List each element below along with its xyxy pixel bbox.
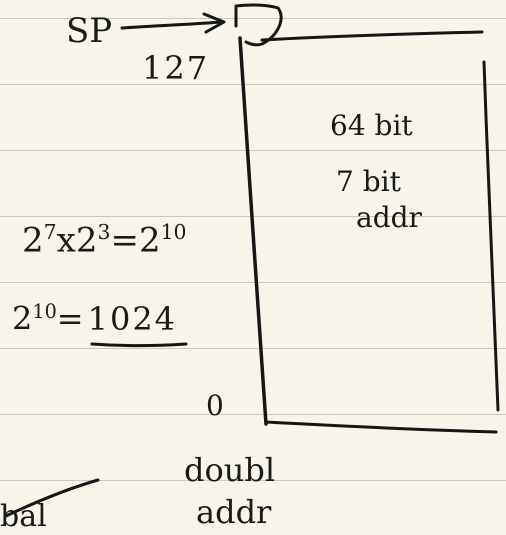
- address-bits-label: 7 bit: [336, 165, 401, 198]
- result-base: 2: [12, 299, 33, 338]
- top-address-label: 127: [142, 49, 210, 87]
- result-value: 1024: [87, 299, 178, 338]
- ruled-line: [0, 18, 506, 19]
- equation-exponent-a: 7: [43, 220, 57, 244]
- double-label: doubl: [184, 451, 276, 489]
- pointer-bracket-icon: [234, 3, 283, 47]
- result-exponent: 10: [32, 300, 57, 323]
- equation-base-result: 2: [138, 220, 161, 261]
- stack-pointer-label: SP: [66, 11, 113, 51]
- ruled-line: [0, 150, 506, 151]
- sp-arrow-icon: [120, 20, 224, 30]
- memory-block-bottom-edge: [264, 420, 498, 434]
- result-equation: 210=1024: [12, 302, 177, 335]
- bottom-address-label: 0: [206, 389, 224, 422]
- equation-exponent-result: 10: [160, 220, 187, 244]
- ruled-line: [0, 84, 506, 85]
- memory-block-left-edge: [238, 36, 268, 426]
- equation-base-a: 2: [22, 220, 44, 261]
- ruled-line: [0, 480, 506, 481]
- exponent-equation: 27x23=210: [22, 220, 187, 261]
- memory-block-top-edge: [260, 30, 484, 42]
- equation-base-b: 2: [75, 220, 98, 261]
- partial-word: bal: [0, 499, 47, 534]
- address-bits-label-line2: addr: [356, 201, 422, 234]
- crossed-out-mark: [4, 478, 100, 518]
- equation-exponent-b: 3: [97, 220, 111, 244]
- sp-arrow-head-icon: [202, 12, 226, 34]
- double-addr-label: addr: [196, 493, 272, 531]
- result-equals: =: [56, 299, 84, 338]
- equation-equals: =: [110, 220, 139, 261]
- ruled-line: [0, 348, 506, 349]
- result-underline: [90, 342, 188, 347]
- word-size-label: 64 bit: [330, 109, 413, 142]
- equation-times: x: [56, 220, 76, 261]
- ruled-line: [0, 282, 506, 283]
- ruled-line: [0, 414, 506, 415]
- memory-block-right-edge: [482, 60, 500, 412]
